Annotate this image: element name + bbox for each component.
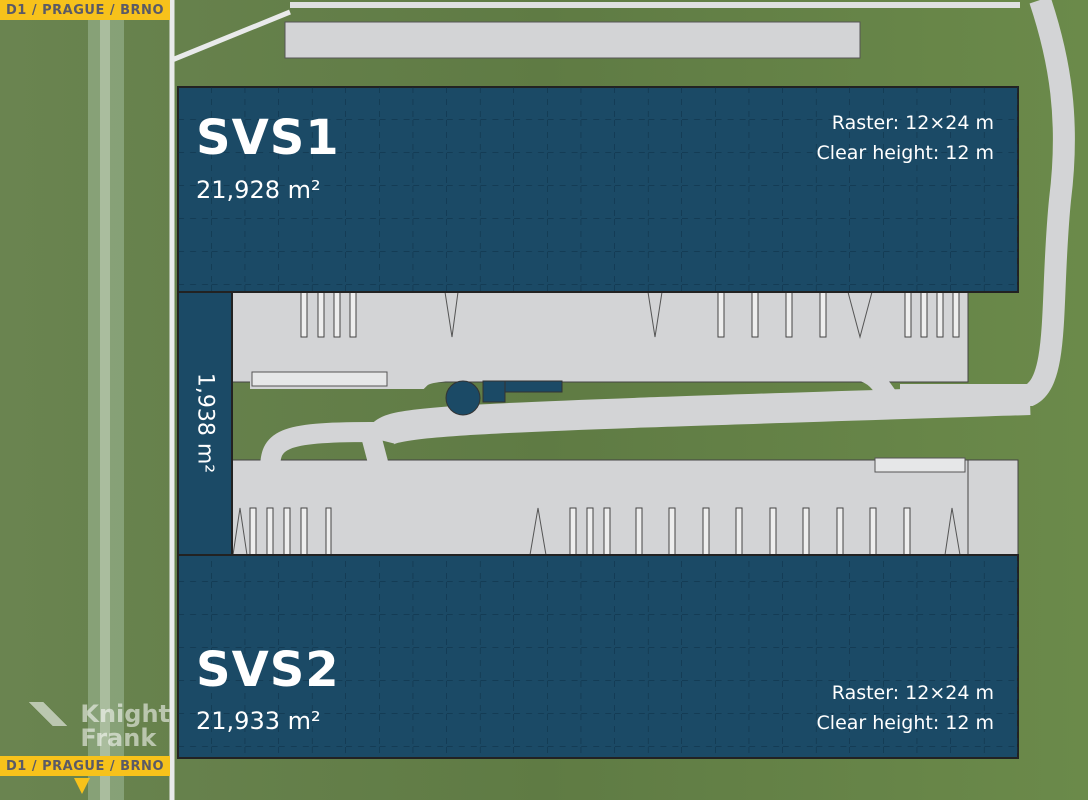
road-label-top: D1 / PRAGUE / BRNO [0,0,170,20]
knight-frank-logo: Knight Frank [24,702,170,750]
building-area-svs2: 21,933 m² [196,707,321,735]
building-annex [177,291,233,556]
raster-svs2: Raster: 12×24 m [831,682,994,704]
raster-svs1: Raster: 12×24 m [831,112,994,134]
logo-text: Knight Frank [80,700,171,752]
building-specs-svs2: Raster: 12×24 m Clear height: 12 m [817,678,994,738]
annex-area: 1,938 m² [192,372,218,474]
building-area-svs1: 21,928 m² [196,176,321,204]
building-name-svs2: SVS2 [196,642,340,698]
water-tank [445,380,481,416]
road-label-pointer-icon [74,778,90,794]
building-specs-svs1: Raster: 12×24 m Clear height: 12 m [817,108,994,168]
top-parking [284,21,861,59]
logo-mark-icon [24,702,72,726]
building-name-svs1: SVS1 [196,110,340,166]
access-road-right [900,0,1075,406]
road-label-bottom: D1 / PRAGUE / BRNO [0,756,170,776]
loading-yard-south [231,459,969,556]
clear-height-svs2: Clear height: 12 m [816,712,994,734]
clear-height-svs1: Clear height: 12 m [816,142,994,164]
access-road-top [169,0,291,800]
